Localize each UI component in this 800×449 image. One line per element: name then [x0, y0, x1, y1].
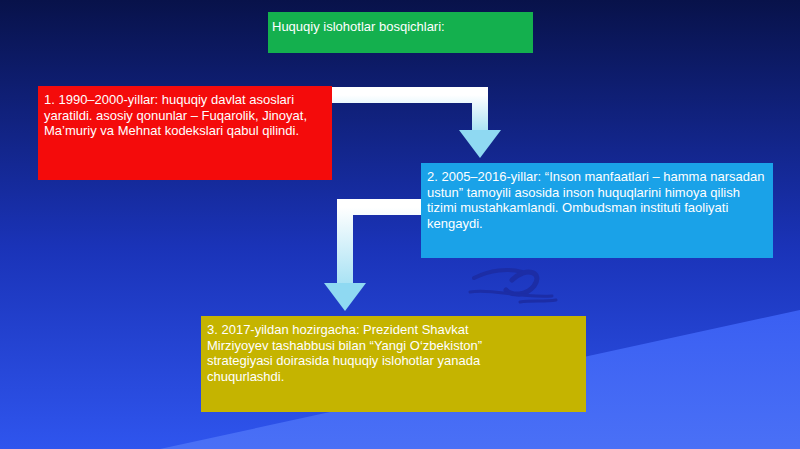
stage-box: 1. 1990–2000-yillar: huquqiy davlat asos…: [38, 86, 332, 180]
bent-arrow: [332, 95, 480, 132]
title-text: Huquqiy islohotlar bosqichlari:: [272, 19, 529, 35]
slope: [160, 310, 800, 449]
swoosh-figure: [470, 270, 556, 302]
stage-text: 2. 2005–2016-yillar: “Inson manfaatlari …: [427, 169, 765, 231]
stage-text: 1. 1990–2000-yillar: huquqiy davlat asos…: [44, 92, 326, 139]
stage-box: 3. 2017-yildan hozirgacha: Prezident Sha…: [201, 316, 586, 412]
title-box: Huquqiy islohotlar bosqichlari:: [268, 12, 533, 53]
stage-text: 3. 2017-yildan hozirgacha: Prezident Sha…: [207, 322, 512, 384]
bent-arrow: [345, 207, 421, 285]
stage-box: 2. 2005–2016-yillar: “Inson manfaatlari …: [421, 163, 773, 258]
